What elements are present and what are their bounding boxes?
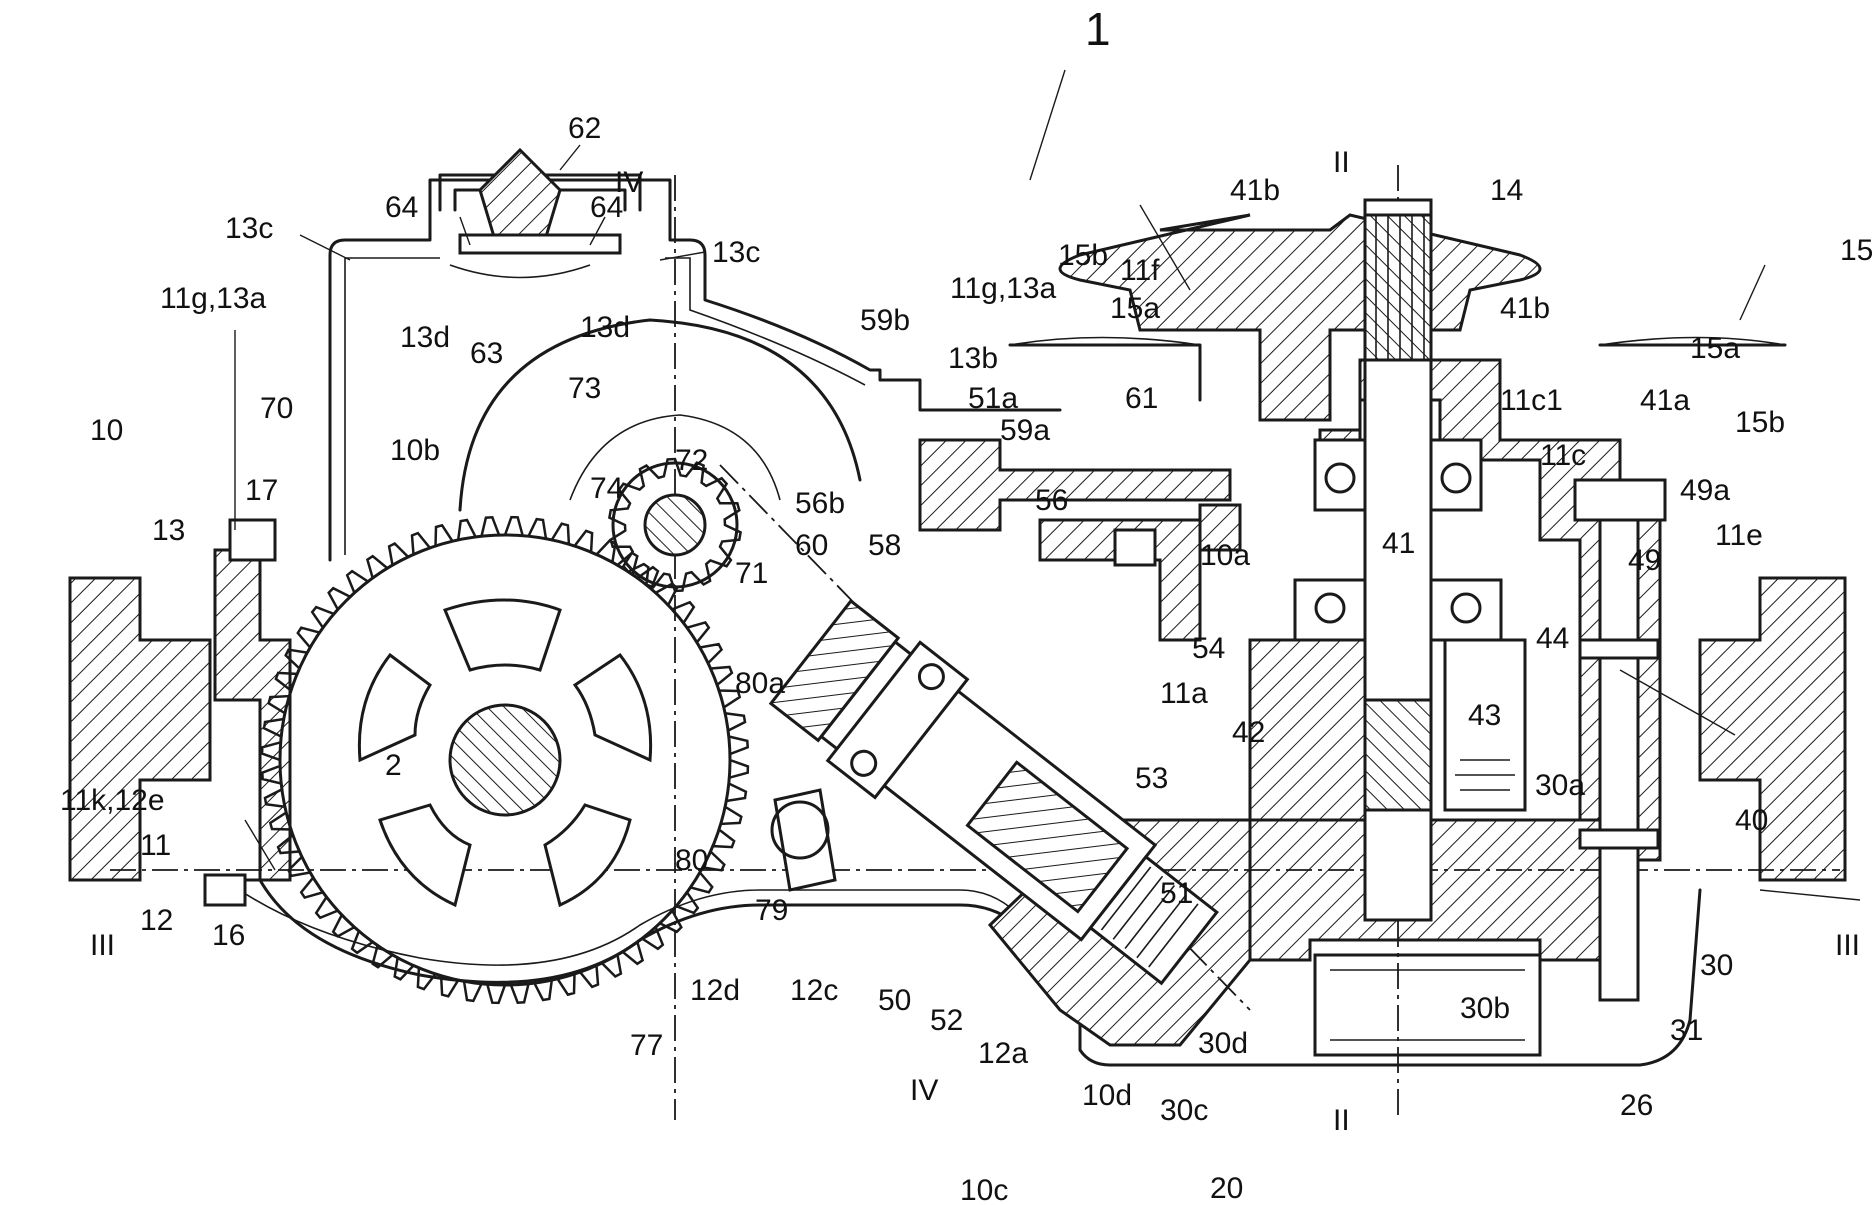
label-73: 73 (568, 372, 601, 405)
label-iii-left: III (90, 929, 115, 962)
label-43: 43 (1468, 699, 1501, 732)
label-12d: 12d (690, 974, 740, 1007)
label-30d: 30d (1198, 1027, 1248, 1060)
label-2: 2 (385, 749, 402, 782)
label-62: 62 (568, 112, 601, 145)
label-13d-a: 13d (400, 321, 450, 354)
label-iii-right: III (1835, 929, 1860, 962)
label-30a: 30a (1535, 769, 1585, 802)
label-11f: 11f (1120, 254, 1160, 287)
label-10c: 10c (960, 1174, 1008, 1205)
rod-head-49a (1575, 480, 1665, 520)
label-70: 70 (260, 392, 293, 425)
label-13b: 13b (948, 342, 998, 375)
label-12c: 12c (790, 974, 838, 1007)
label-41a: 41a (1640, 384, 1690, 417)
label-15b-a: 15b (1058, 239, 1108, 272)
bolt-16 (205, 875, 245, 905)
output-shaft-2 (450, 705, 560, 815)
label-30: 30 (1700, 949, 1733, 982)
label-15a-a: 15a (1110, 292, 1160, 325)
label-10: 10 (90, 414, 123, 447)
housing (70, 180, 1845, 1065)
label-80: 80 (675, 844, 708, 877)
label-11c1: 11c1 (1500, 384, 1563, 417)
label-51a: 51a (968, 382, 1018, 415)
label-13c-b: 13c (712, 236, 760, 269)
label-56b: 56b (795, 487, 845, 520)
label-15b-b: 15b (1735, 406, 1785, 439)
label-iv-bottom: IV (910, 1074, 938, 1107)
bolt-10a (1115, 530, 1155, 565)
label-59a: 59a (1000, 414, 1050, 447)
label-10b: 10b (390, 434, 440, 467)
pinion-shaft (645, 495, 705, 555)
label-20: 20 (1210, 1172, 1243, 1205)
label-31: 31 (1670, 1014, 1703, 1047)
label-49a: 49a (1680, 474, 1730, 507)
label-ii-top: II (1333, 146, 1350, 179)
label-30b: 30b (1460, 992, 1510, 1025)
right-flange (1700, 578, 1845, 880)
label-11g13a-b: 11g,13a (950, 272, 1057, 305)
label-59b: 59b (860, 304, 910, 337)
label-71: 71 (735, 557, 768, 590)
label-64a: 64 (385, 191, 418, 224)
label-1: 1 (1085, 3, 1111, 55)
label-60: 60 (795, 529, 828, 562)
label-80a: 80a (735, 667, 785, 700)
label-49: 49 (1628, 544, 1661, 577)
label-13c-a: 13c (225, 212, 273, 245)
label-41b-a: 41b (1230, 174, 1280, 207)
label-53: 53 (1135, 762, 1168, 795)
center-cover-13b (920, 440, 1230, 530)
label-12a: 12a (978, 1037, 1028, 1070)
motor-assembly (765, 593, 1236, 1007)
label-79: 79 (755, 894, 788, 927)
label-13: 13 (152, 514, 185, 547)
label-13d-b: 13d (580, 311, 630, 344)
label-15a-b: 15a (1690, 332, 1740, 365)
label-56: 56 (1035, 484, 1068, 517)
label-11c: 11c (1540, 439, 1586, 472)
label-77: 77 (630, 1029, 663, 1062)
left-upper-casing (215, 550, 290, 880)
label-72: 72 (675, 444, 708, 477)
label-11: 11 (140, 829, 171, 862)
label-41: 41 (1382, 527, 1415, 560)
label-14: 14 (1490, 174, 1523, 207)
label-51: 51 (1160, 877, 1193, 910)
label-11e: 11e (1715, 519, 1763, 552)
bolt-17 (230, 520, 275, 560)
label-11g13a-a: 11g,13a (160, 282, 267, 315)
label-61: 61 (1125, 382, 1158, 415)
label-63: 63 (470, 337, 503, 370)
label-11k12e: 11k,12e (60, 784, 165, 817)
upper-gear-cover-inner (345, 258, 865, 555)
label-58: 58 (868, 529, 901, 562)
big-disc-73 (460, 320, 860, 510)
label-10a: 10a (1200, 539, 1250, 572)
label-44: 44 (1536, 622, 1569, 655)
label-15: 15 (1840, 234, 1873, 267)
label-30c: 30c (1160, 1094, 1208, 1127)
label-11a: 11a (1160, 677, 1208, 710)
label-74: 74 (590, 472, 623, 505)
label-54: 54 (1192, 632, 1225, 665)
label-10d: 10d (1082, 1079, 1132, 1112)
label-52: 52 (930, 1004, 963, 1037)
pump-block-42 (1250, 640, 1365, 820)
label-50: 50 (878, 984, 911, 1017)
label-64b: 64 (590, 191, 623, 224)
label-26: 26 (1620, 1089, 1653, 1122)
label-ii-bottom: II (1333, 1104, 1350, 1137)
label-16: 16 (212, 919, 245, 952)
label-12: 12 (140, 904, 173, 937)
label-17: 17 (245, 474, 278, 507)
label-42: 42 (1232, 716, 1265, 749)
label-40: 40 (1735, 804, 1768, 837)
label-41b-b: 41b (1500, 292, 1550, 325)
